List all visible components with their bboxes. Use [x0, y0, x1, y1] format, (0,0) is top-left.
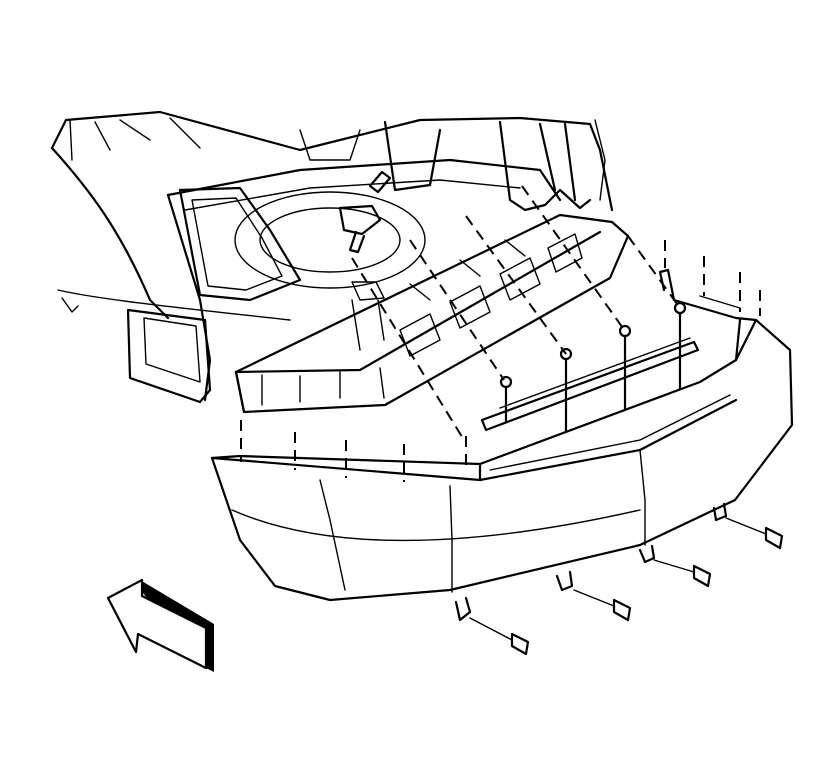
bolt-4	[725, 517, 784, 550]
bolt-2	[573, 589, 632, 622]
fascia-retainer-strip	[480, 337, 700, 432]
push-pin-4	[673, 301, 687, 392]
bolt-3	[653, 559, 712, 588]
front-direction-arrow-icon	[106, 578, 214, 672]
fascia-bolts	[469, 517, 784, 656]
push-pin-3	[618, 324, 632, 412]
vehicle-rear-body	[50, 110, 614, 404]
bolt-1	[469, 617, 530, 656]
alignment-guides	[240, 185, 761, 482]
bumper-energy-absorber	[234, 213, 630, 414]
